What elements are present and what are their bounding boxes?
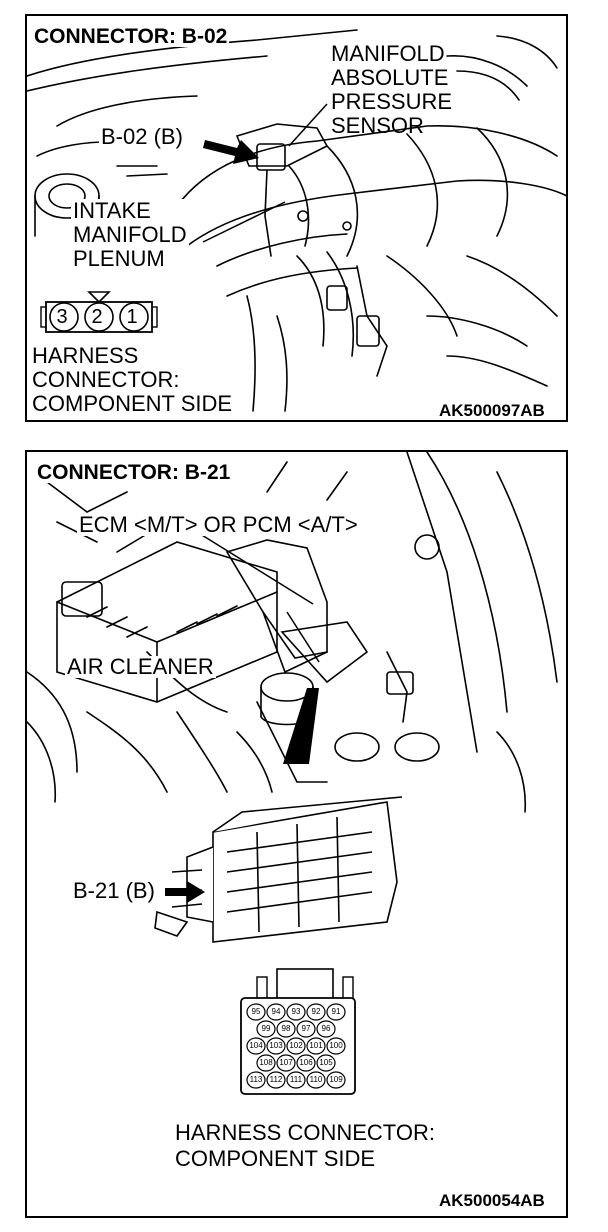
air-cleaner-label: AIR CLEANER [65, 654, 216, 679]
harness-label-line: COMPONENT SIDE [32, 391, 233, 416]
connector-b21-panel: 95 94 93 92 91 99 98 97 96 104 103 102 1… [25, 450, 568, 1218]
pin-label: 93 [291, 1007, 301, 1016]
sensor-label-line: ABSOLUTE [331, 65, 449, 90]
plenum-label: INTAKE MANIFOLD PLENUM [71, 199, 189, 271]
pin-label: 99 [261, 1024, 271, 1033]
connector-callout: B-21 (B) [73, 878, 155, 903]
pin-label: 102 [289, 1041, 303, 1050]
pin-label: 98 [281, 1024, 291, 1033]
module-label: ECM <M/T> OR PCM <A/T> [77, 512, 360, 537]
sensor-label-line: PRESSURE [331, 89, 453, 114]
sensor-label-line: MANIFOLD [331, 41, 445, 66]
pointer-triangle-icon [283, 688, 319, 764]
connector-callout: B-02 (B) [99, 124, 185, 149]
pin-label: 101 [309, 1041, 323, 1050]
plenum-label-line: MANIFOLD [73, 222, 187, 247]
pin-label: 107 [279, 1058, 293, 1067]
engine-bay-illustration-b21 [27, 452, 558, 1095]
b02-arrow-icon [203, 140, 259, 164]
pin-label: 112 [269, 1075, 283, 1084]
panel-title: CONNECTOR: B-02 [32, 25, 230, 48]
pin-label: 110 [309, 1075, 323, 1084]
panel-title: CONNECTOR: B-21 [35, 461, 233, 484]
pin-label: 103 [269, 1041, 283, 1050]
pin-label: 96 [321, 1024, 331, 1033]
pin-label: 97 [301, 1024, 311, 1033]
pin-label: 105 [319, 1058, 333, 1067]
pin-label: 95 [251, 1007, 261, 1016]
b02-connector-face [40, 291, 158, 333]
engine-bay-illustration-b02 [27, 29, 566, 412]
harness-label-line: HARNESS [32, 343, 139, 368]
pin-label: 104 [249, 1041, 263, 1050]
harness-label: HARNESS CONNECTOR: COMPONENT SIDE [173, 1120, 437, 1172]
pin-label: 106 [299, 1058, 313, 1067]
harness-label-line: HARNESS CONNECTOR: [175, 1120, 435, 1145]
pin-label: 1 [126, 306, 138, 328]
figure-code: AK500097AB [439, 401, 545, 420]
b21-arrow-icon [165, 881, 205, 903]
pin-label: 92 [311, 1007, 321, 1016]
pin-label: 100 [329, 1041, 343, 1050]
pin-label: 113 [249, 1075, 263, 1084]
harness-label-line: CONNECTOR: [32, 367, 180, 392]
pin-label: 91 [331, 1007, 341, 1016]
pin-label: 94 [271, 1007, 281, 1016]
ecm-connector-illustration [154, 796, 403, 943]
sensor-label: MANIFOLD ABSOLUTE PRESSURE SENSOR [329, 42, 454, 138]
pin-label: 2 [91, 306, 103, 328]
b21-connector-face [240, 968, 356, 1095]
pin-label: 3 [56, 306, 68, 328]
pin-label: 111 [289, 1075, 303, 1084]
plenum-label-line: INTAKE [73, 198, 151, 223]
harness-label: HARNESS CONNECTOR: COMPONENT SIDE [30, 343, 235, 416]
plenum-label-line: PLENUM [73, 246, 165, 271]
harness-label-line: COMPONENT SIDE [175, 1146, 376, 1171]
sensor-label-line: SENSOR [331, 113, 424, 138]
pin-label: 108 [259, 1058, 273, 1067]
figure-code: AK500054AB [439, 1191, 545, 1210]
connector-b02-panel: CONNECTOR: B-02 MANIFOLD ABSOLUTE PRESSU… [25, 14, 568, 422]
pin-label: 109 [329, 1075, 343, 1084]
